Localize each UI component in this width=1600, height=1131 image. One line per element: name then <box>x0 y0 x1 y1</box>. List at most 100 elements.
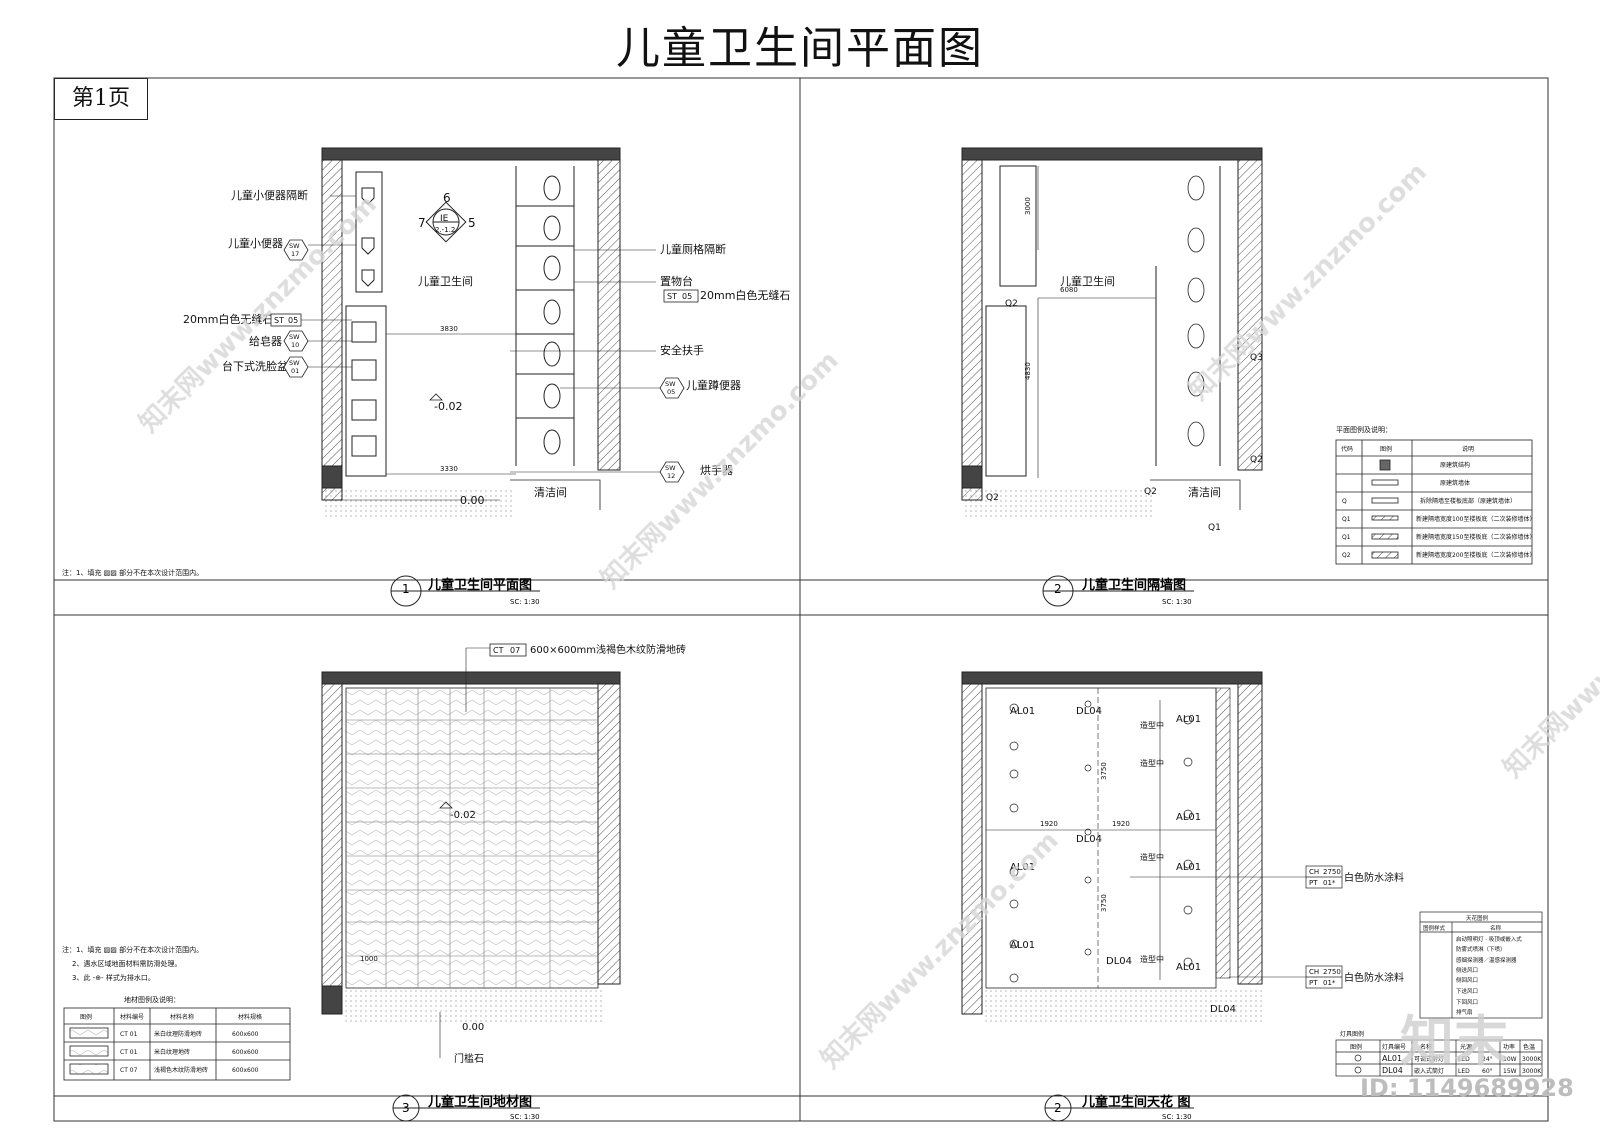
ie-top: 6 <box>443 191 451 205</box>
lamp-table: 灯具图例 图例 灯具编号 名称 光源 功率 色温 AL01 可调式射灯 LED … <box>1335 1030 1543 1077</box>
partition-room: 儿童卫生间 <box>1060 274 1115 288</box>
svg-text:17: 17 <box>291 250 299 258</box>
svg-text:Q2: Q2 <box>1144 487 1157 497</box>
label-room: 儿童卫生间 <box>418 274 473 288</box>
drawing-title: 儿童卫生间平面图 <box>616 23 984 74</box>
label-urinal-partition: 儿童小便器隔断 <box>231 188 308 202</box>
svg-text:SW: SW <box>665 464 676 472</box>
label-toilet: 儿童蹲便器 <box>686 378 741 392</box>
ceiling-al: AL01 <box>1010 706 1035 717</box>
svg-text:图例: 图例 <box>1380 445 1392 453</box>
label-handrail: 安全扶手 <box>660 343 704 357</box>
svg-text:PT: PT <box>1309 979 1318 987</box>
svg-text:知末网www.znzmo.com: 知末网www.znzmo.com <box>1184 157 1433 406</box>
svg-text:10W: 10W <box>1503 1056 1517 1063</box>
svg-text:Q2: Q2 <box>1005 299 1018 309</box>
ceiling-title-block: 2 儿童卫生间天花 图 SC: 1:30 <box>1044 1094 1194 1122</box>
svg-text:材料名称: 材料名称 <box>170 1013 194 1021</box>
ceiling-panel <box>961 671 1263 1022</box>
floor-threshold: 门槛石 <box>454 1052 484 1065</box>
svg-text:造型中: 造型中 <box>1140 954 1164 964</box>
ceiling-paint1: 白色防水涂料 <box>1344 871 1404 884</box>
svg-text:材料编号: 材料编号 <box>120 1013 144 1021</box>
svg-text:SW: SW <box>289 333 300 341</box>
svg-text:PT: PT <box>1309 879 1318 887</box>
floor-legend: 地材图例及说明： 图例 材料编号 材料名称 材料规格 CT 01 米白纹理防滑地… <box>63 995 291 1081</box>
svg-text:原建筑结构: 原建筑结构 <box>1440 461 1470 469</box>
svg-text:LED: LED <box>1458 1068 1470 1075</box>
svg-text:儿童卫生间天花 图: 儿童卫生间天花 图 <box>1081 1094 1191 1110</box>
ceiling-lights <box>1009 700 1193 983</box>
partition-cleaning: 清洁间 <box>1188 486 1221 499</box>
ceiling-dl: DL04 <box>1076 706 1102 717</box>
label-soap: 给皂器 <box>249 334 282 348</box>
svg-text:图例样式: 图例样式 <box>1423 924 1446 932</box>
svg-text:01*: 01* <box>1323 979 1336 987</box>
svg-text:DL04: DL04 <box>1382 1066 1403 1075</box>
svg-text:2: 2 <box>1054 582 1062 596</box>
svg-text:天花图例: 天花图例 <box>1466 914 1489 922</box>
svg-text:代码: 代码 <box>1341 445 1353 453</box>
svg-text:10: 10 <box>291 341 299 349</box>
svg-text:米白纹理防滑地砖: 米白纹理防滑地砖 <box>154 1030 202 1038</box>
ceiling-legend: 天花图例 图例样式 名称 启动照明灯 · 吸顶或嵌入式 防雾式喷淋（下喷） 感烟… <box>1419 911 1543 1019</box>
svg-text:Q1: Q1 <box>1208 523 1221 533</box>
svg-text:600x600: 600x600 <box>232 1049 259 1056</box>
svg-text:3000: 3000 <box>1024 197 1032 215</box>
svg-text:注：1、填充 ▨▨ 部分不在本次设计范围内。: 注：1、填充 ▨▨ 部分不在本次设计范围内。 <box>62 945 203 954</box>
svg-text:下回风口: 下回风口 <box>1456 999 1478 1006</box>
svg-text:灯具编号: 灯具编号 <box>1382 1043 1406 1051</box>
floor-panel <box>321 671 621 1022</box>
svg-text:原建筑墙体: 原建筑墙体 <box>1440 479 1470 487</box>
svg-text:Q2: Q2 <box>1250 455 1263 465</box>
svg-text:DL04: DL04 <box>1210 1004 1236 1015</box>
svg-text:说明: 说明 <box>1462 445 1474 453</box>
svg-text:图例: 图例 <box>1350 1043 1362 1051</box>
svg-text:3000K: 3000K <box>1522 1068 1542 1075</box>
watermark-id: ID: 1149689928 <box>1360 1074 1574 1102</box>
floor-tile-grid <box>346 688 598 988</box>
label-shelf: 置物台 <box>660 274 693 288</box>
svg-text:3750: 3750 <box>1100 894 1108 912</box>
svg-text:造型中: 造型中 <box>1140 852 1164 862</box>
stall-group <box>515 166 575 466</box>
floor-title-block: 3 儿童卫生间地材图 SC: 1:30 <box>392 1094 540 1122</box>
svg-text:浅褐色木纹防滑地砖: 浅褐色木纹防滑地砖 <box>154 1066 208 1074</box>
svg-text:-0.02: -0.02 <box>450 810 476 821</box>
svg-text:600x600: 600x600 <box>232 1031 259 1038</box>
svg-text:CT: CT <box>493 646 504 655</box>
svg-text:功率: 功率 <box>1503 1043 1515 1051</box>
svg-text:6080: 6080 <box>1060 286 1078 294</box>
svg-text:Q2: Q2 <box>986 493 999 503</box>
svg-text:可调式射灯: 可调式射灯 <box>1414 1055 1444 1063</box>
svg-text:0.00: 0.00 <box>462 1022 484 1033</box>
svg-text:05: 05 <box>667 388 675 396</box>
svg-text:知末网www.znzmo.com: 知末网www.znzmo.com <box>134 190 383 439</box>
svg-text:3750: 3750 <box>1100 762 1108 780</box>
svg-text:AL01: AL01 <box>1176 812 1201 823</box>
svg-text:启动照明灯 · 吸顶或嵌入式: 启动照明灯 · 吸顶或嵌入式 <box>1456 935 1522 943</box>
svg-text:1: 1 <box>402 582 410 596</box>
svg-text:01*: 01* <box>1323 879 1336 887</box>
plan-top-wall <box>321 147 621 161</box>
svg-text:CT 07: CT 07 <box>120 1067 138 1074</box>
svg-text:SW: SW <box>665 380 676 388</box>
svg-text:1920: 1920 <box>1040 820 1058 828</box>
svg-text:CH: CH <box>1309 968 1319 976</box>
svg-text:SC: 1:30: SC: 1:30 <box>1162 1113 1192 1121</box>
svg-text:CT 01: CT 01 <box>120 1031 138 1038</box>
svg-text:图例: 图例 <box>80 1013 92 1021</box>
svg-text:Q1: Q1 <box>1342 516 1351 523</box>
svg-text:CH: CH <box>1309 868 1319 876</box>
svg-text:材料规格: 材料规格 <box>238 1013 262 1021</box>
label-stone-right: 20mm白色无缝石 <box>700 288 790 302</box>
label-basin: 台下式洗脸盆 <box>222 359 288 373</box>
svg-text:光源: 光源 <box>1460 1043 1472 1051</box>
ceiling-paint2: 白色防水涂料 <box>1344 971 1404 984</box>
label-level2: 0.00 <box>460 494 485 507</box>
svg-text:2750: 2750 <box>1323 968 1341 976</box>
svg-text:600x600: 600x600 <box>232 1067 259 1074</box>
svg-text:3: 3 <box>402 1101 410 1115</box>
svg-text:SC: 1:30: SC: 1:30 <box>510 598 540 606</box>
floor-tile-label: 600×600mm浅褐色木纹防滑地砖 <box>530 643 686 656</box>
